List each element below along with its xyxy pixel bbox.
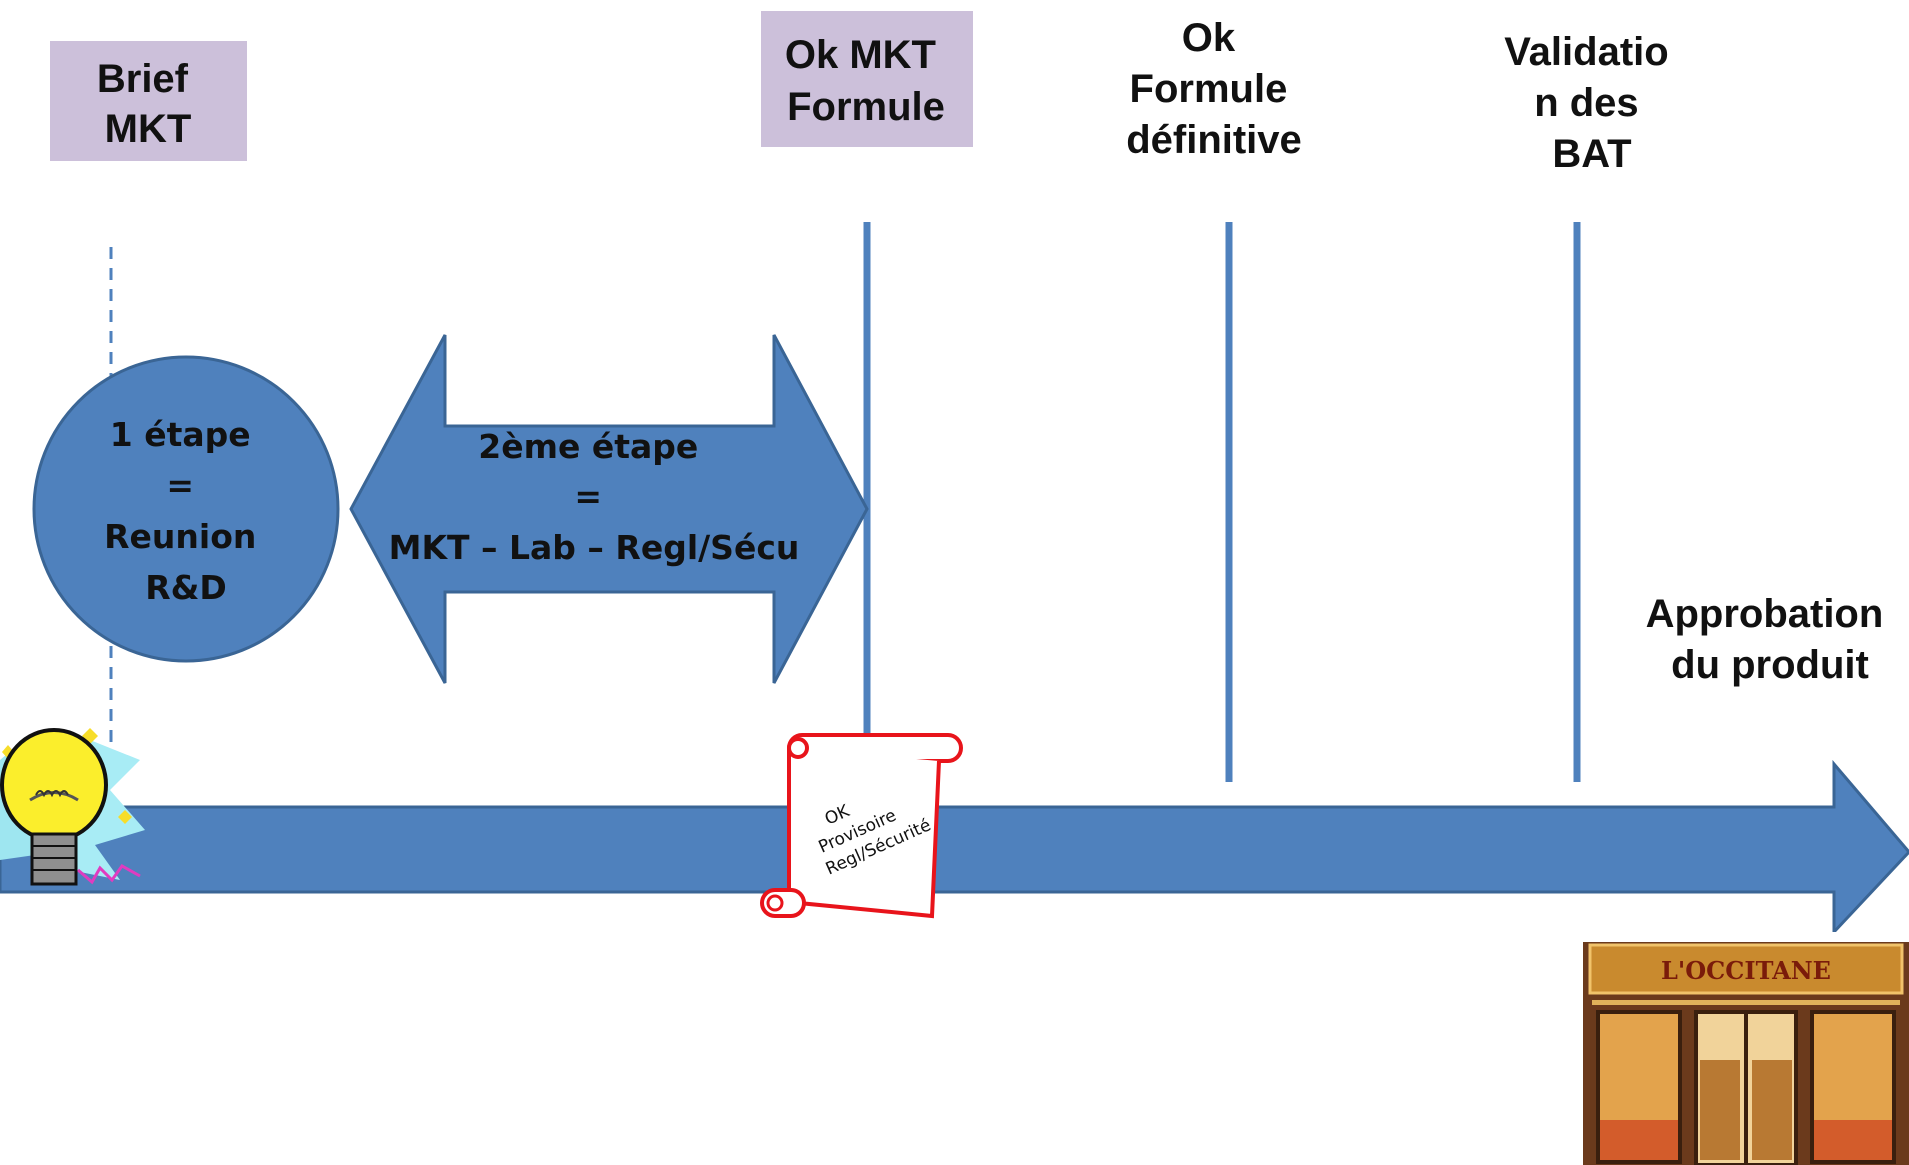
validation-line: n des bbox=[1534, 81, 1638, 125]
store-sign: L'OCCITANE bbox=[1661, 956, 1831, 985]
store-photo: L'OCCITANE bbox=[1583, 932, 1909, 1165]
brief-mkt-line: Brief bbox=[97, 57, 189, 101]
step2-double-arrow bbox=[349, 334, 869, 684]
lightbulb-icon bbox=[0, 728, 145, 886]
scroll-icon: OK Provisoire Regl/Sécurité bbox=[760, 733, 963, 919]
ok-mkt-formule-label: Ok MKT Formule bbox=[785, 33, 947, 129]
ok-mkt-formule-line: Formule bbox=[787, 85, 945, 129]
brief-mkt-line: MKT bbox=[105, 107, 192, 151]
step1-label: 1 étape = Reunion R&D bbox=[104, 415, 268, 607]
step1-circle bbox=[32, 355, 340, 663]
ok-formule-line: Ok bbox=[1182, 16, 1236, 60]
brief-mkt-box bbox=[50, 41, 247, 161]
step1-line: R&D bbox=[145, 568, 227, 607]
ok-formule-definitive-label: Ok Formule définitive bbox=[1126, 16, 1302, 162]
step2-label: 2ème étape = MKT – Lab – Regl/Sécu bbox=[389, 427, 800, 567]
approbation-label: Approbation du produit bbox=[1646, 592, 1895, 687]
ok-formule-line: définitive bbox=[1126, 118, 1302, 162]
approbation-line: Approbation bbox=[1646, 592, 1884, 636]
step1-line: = bbox=[166, 466, 194, 505]
ok-mkt-formule-line: Ok MKT bbox=[785, 33, 936, 77]
validation-bat-label: Validatio n des BAT bbox=[1504, 30, 1680, 176]
step2-line: MKT – Lab – Regl/Sécu bbox=[389, 528, 800, 567]
approbation-line: du produit bbox=[1671, 643, 1869, 687]
step1-line: Reunion bbox=[104, 517, 256, 556]
step2-line: = bbox=[574, 477, 602, 516]
brief-mkt-label: Brief MKT bbox=[97, 57, 199, 151]
timeline-arrow bbox=[0, 759, 1909, 936]
ok-mkt-formule-box bbox=[761, 11, 973, 147]
ok-formule-line: Formule bbox=[1130, 67, 1288, 111]
validation-line: BAT bbox=[1552, 132, 1631, 176]
validation-line: Validatio bbox=[1504, 30, 1669, 74]
step2-line: 2ème étape bbox=[478, 427, 698, 466]
step1-line: 1 étape bbox=[110, 415, 251, 454]
